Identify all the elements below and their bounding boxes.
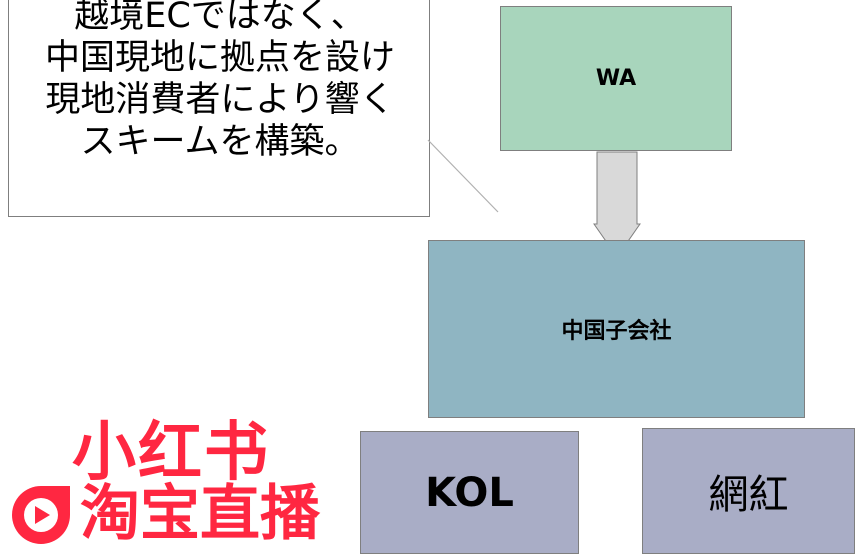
wanghong-node: 網紅 — [642, 428, 855, 554]
callout-line-2: 中国現地に拠点を設け — [44, 38, 395, 78]
xiaohongshu-logo: 小红书 — [72, 416, 270, 490]
callout-box: 越境ECではなく、 中国現地に拠点を設け 現地消費者により響く スキームを構築。 — [8, 0, 430, 217]
callout-line-3: 現地消費者により響く — [45, 80, 395, 120]
china-subsidiary-node: 中国子会社 — [428, 240, 805, 418]
kol-label: KOL — [425, 469, 514, 516]
wanghong-label: 網紅 — [708, 472, 789, 518]
wa-label: WA — [595, 66, 637, 91]
callout-pointer-line — [427, 139, 499, 213]
callout-line-1: 越境ECではなく、 — [74, 0, 366, 36]
wa-node: WA — [500, 6, 732, 151]
china-subsidiary-label: 中国子会社 — [561, 319, 672, 344]
taobao-live-play-icon — [12, 486, 70, 544]
callout-line-4: スキームを構築。 — [80, 122, 360, 162]
kol-node: KOL — [360, 431, 579, 554]
taobao-live-logo: 淘宝直播 — [80, 479, 320, 549]
